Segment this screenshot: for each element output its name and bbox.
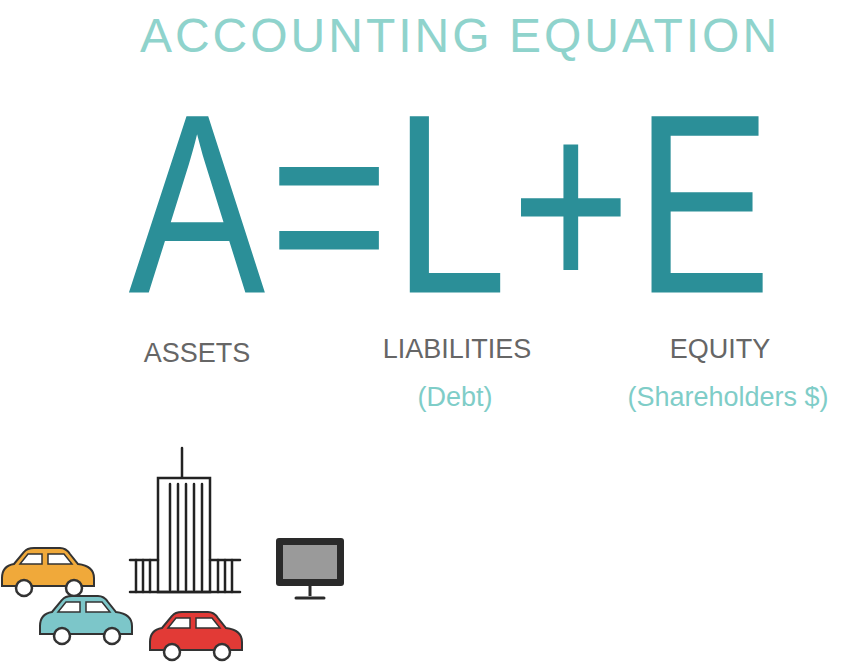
term-label: EQUITY (670, 336, 771, 363)
car-icon (2, 548, 94, 596)
equation: A=L+E (129, 75, 776, 331)
term-label: LIABILITIES (383, 336, 532, 363)
car-icon (150, 612, 242, 660)
term-note: (Shareholders $) (627, 384, 828, 411)
car-icon (40, 596, 132, 644)
term-note: (Debt) (417, 384, 492, 411)
monitor-icon (276, 538, 344, 598)
term-label: ASSETS (144, 340, 251, 367)
building-icon (130, 448, 240, 592)
title: ACCOUNTING EQUATION (140, 12, 780, 60)
